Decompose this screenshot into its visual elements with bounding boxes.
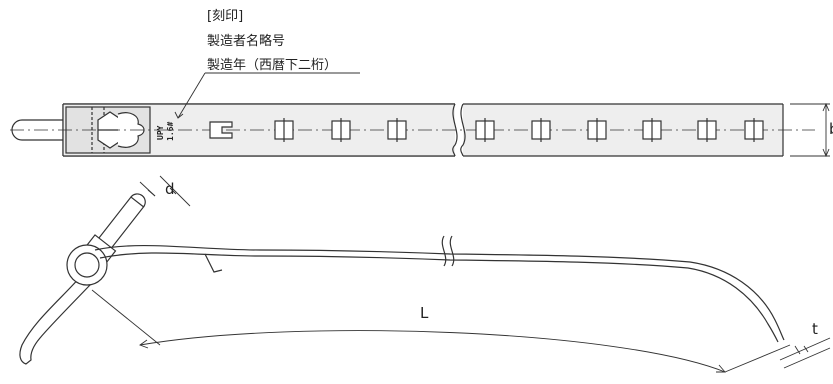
marking-title: [刻印] [207, 9, 243, 24]
dimension-d-label: d [165, 180, 175, 198]
dimension-d-lines [139, 175, 191, 207]
dimension-L-label: L [420, 304, 429, 322]
dimension-b-label: b [829, 120, 833, 138]
dimension-b-lines [790, 102, 830, 158]
dimension-t-label: t [812, 320, 818, 338]
band-slot [209, 121, 233, 139]
top-view [10, 72, 830, 158]
band-tab [204, 253, 223, 273]
stamp-year: 1.6# [166, 122, 175, 141]
break-line-left [452, 103, 458, 157]
break-line-right [460, 103, 466, 157]
band-holes-right [475, 118, 764, 142]
stamp-maker: UPY [156, 125, 165, 140]
marking-year-note: 製造年（西暦下二桁） [207, 58, 337, 73]
marking-maker-note: 製造者名略号 [207, 33, 285, 49]
band-curve [94, 244, 785, 341]
dimension-t-lines [779, 337, 831, 369]
dimension-L-lines [91, 289, 791, 373]
side-ring [66, 244, 108, 286]
side-break [441, 235, 455, 267]
marking-leader [174, 72, 360, 119]
band-holes-left [274, 118, 407, 142]
side-view [19, 175, 831, 373]
hook [19, 274, 91, 365]
